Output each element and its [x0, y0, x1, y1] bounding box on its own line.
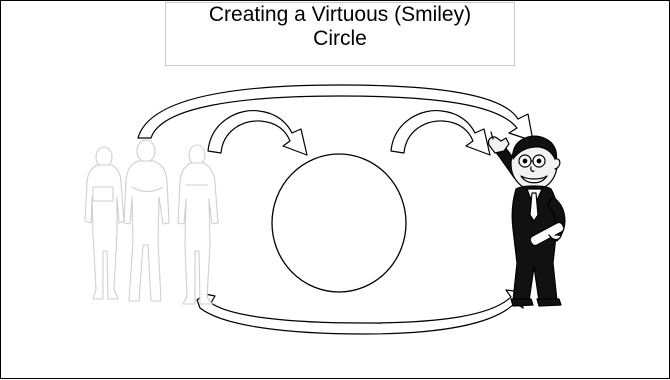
- person-silhouette-2: [124, 140, 169, 301]
- people-group-illustration: [85, 140, 218, 304]
- businessman-illustration: [489, 132, 566, 306]
- bottom-arc-arrow: [197, 290, 523, 334]
- person-silhouette-1: [85, 147, 124, 299]
- right-arc-arrow: [391, 111, 490, 155]
- person-silhouette-3: [178, 145, 218, 304]
- left-arc-arrow: [208, 111, 307, 155]
- center-circle: [272, 154, 406, 292]
